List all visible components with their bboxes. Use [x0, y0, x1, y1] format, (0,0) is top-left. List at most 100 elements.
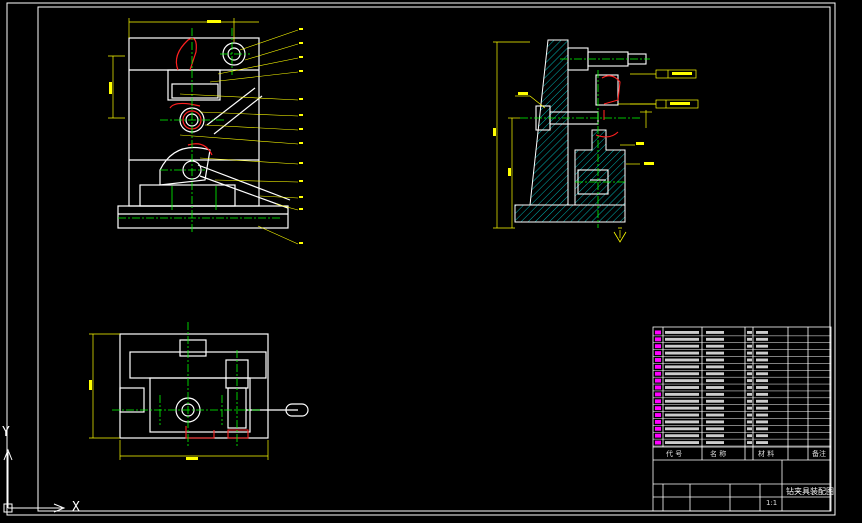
- part-list-index-cell: [655, 364, 661, 369]
- part-list-index-cell: [655, 337, 661, 342]
- part-list-text-block: [747, 413, 752, 417]
- part-list-index-cell: [655, 433, 661, 438]
- title-block: [652, 326, 832, 512]
- drawing-frame: [6, 2, 836, 516]
- part-list-text-block: [756, 351, 768, 355]
- part-list-text-block: [706, 358, 724, 362]
- part-list-text-block: [665, 351, 699, 355]
- part-list-text-block: [665, 344, 699, 348]
- part-list-text-block: [747, 331, 752, 334]
- part-list-text-block: [665, 331, 699, 334]
- part-list-text-block: [747, 358, 752, 362]
- part-list-index-cell: [655, 419, 661, 424]
- part-list-text-block: [665, 427, 699, 431]
- part-list-index-cell: [655, 392, 661, 397]
- part-list-text-block: [756, 331, 768, 334]
- part-list-text-block: [665, 365, 699, 369]
- part-list-text-block: [706, 399, 724, 403]
- ucs-x-label: X: [72, 500, 80, 515]
- part-list-text-block: [706, 406, 724, 410]
- part-list-text-block: [756, 413, 768, 417]
- part-list-text-block: [706, 392, 724, 396]
- part-list-text-block: [756, 386, 768, 389]
- header-material: 材 料: [758, 450, 775, 458]
- part-list-text-block: [756, 434, 768, 438]
- part-list-text-block: [747, 420, 752, 424]
- part-list-text-block: [747, 441, 752, 444]
- part-list-text-block: [756, 406, 768, 410]
- header-remark: 备注: [812, 450, 826, 458]
- ucs-axis-icon: [3, 448, 66, 513]
- part-list-text-block: [665, 406, 699, 410]
- part-list-index-cell: [655, 406, 661, 411]
- part-list-text-block: [756, 344, 768, 348]
- part-list-text-block: [747, 434, 752, 438]
- part-list-text-block: [665, 399, 699, 403]
- part-list-text-block: [747, 406, 752, 410]
- part-list-text-block: [747, 399, 752, 403]
- part-list-text-block: [747, 386, 752, 389]
- part-list-text-block: [665, 379, 699, 383]
- part-list-text-block: [747, 427, 752, 431]
- part-list-text-block: [706, 386, 724, 389]
- part-list-text-block: [756, 358, 768, 362]
- part-list-index-cell: [655, 378, 661, 383]
- part-list-text-block: [706, 420, 724, 424]
- top-view: [89, 322, 309, 460]
- part-list-text-block: [706, 351, 724, 355]
- part-list-text-block: [665, 420, 699, 424]
- part-list-text-block: [747, 365, 752, 369]
- front-view: [108, 18, 303, 245]
- part-list-text-block: [665, 337, 699, 341]
- part-list-text-block: [747, 351, 752, 355]
- part-list-text-block: [747, 372, 752, 376]
- part-list-text-block: [756, 427, 768, 431]
- part-list-rows: [653, 330, 831, 447]
- part-list-text-block: [665, 392, 699, 396]
- part-list-text-block: [706, 337, 724, 341]
- part-list-text-block: [706, 441, 724, 444]
- header-code: 代 号: [666, 450, 683, 458]
- part-list-text-block: [756, 420, 768, 424]
- part-list-text-block: [756, 365, 768, 369]
- part-list-index-cell: [655, 330, 661, 335]
- part-list-index-cell: [655, 399, 661, 404]
- part-list-index-cell: [655, 440, 661, 445]
- part-list-text-block: [756, 372, 768, 376]
- part-list-text-block: [665, 386, 699, 389]
- part-list-index-cell: [655, 351, 661, 356]
- part-list-text-block: [756, 337, 768, 341]
- part-list-text-block: [706, 379, 724, 383]
- part-list-text-block: [706, 372, 724, 376]
- part-list-text-block: [665, 441, 699, 444]
- part-list-index-cell: [655, 385, 661, 390]
- part-list-text-block: [706, 427, 724, 431]
- part-list-text-block: [665, 413, 699, 417]
- drawing-title: 钻夹具装配图: [786, 487, 834, 496]
- header-name: 名 称: [710, 450, 727, 458]
- part-list-text-block: [665, 358, 699, 362]
- side-view: [493, 39, 699, 243]
- part-list-text-block: [706, 434, 724, 438]
- part-list-text-block: [756, 399, 768, 403]
- part-list-index-cell: [655, 358, 661, 362]
- part-list-index-cell: [655, 344, 661, 349]
- part-list-text-block: [747, 379, 752, 383]
- part-list-index-cell: [655, 371, 661, 376]
- part-list-text-block: [706, 331, 724, 334]
- part-list-text-block: [665, 434, 699, 438]
- part-list-text-block: [706, 413, 724, 417]
- part-list-text-block: [747, 392, 752, 396]
- surface-finish-icon: [613, 227, 627, 243]
- part-list-index-cell: [655, 426, 661, 431]
- part-list-text-block: [747, 344, 752, 348]
- part-list-text-block: [756, 441, 768, 444]
- part-list-text-block: [706, 344, 724, 348]
- part-list-text-block: [706, 365, 724, 369]
- ucs-y-label: Y: [2, 425, 10, 440]
- part-list-text-block: [747, 337, 752, 341]
- drawing-scale: 1:1: [766, 499, 778, 507]
- part-list-text-block: [756, 392, 768, 396]
